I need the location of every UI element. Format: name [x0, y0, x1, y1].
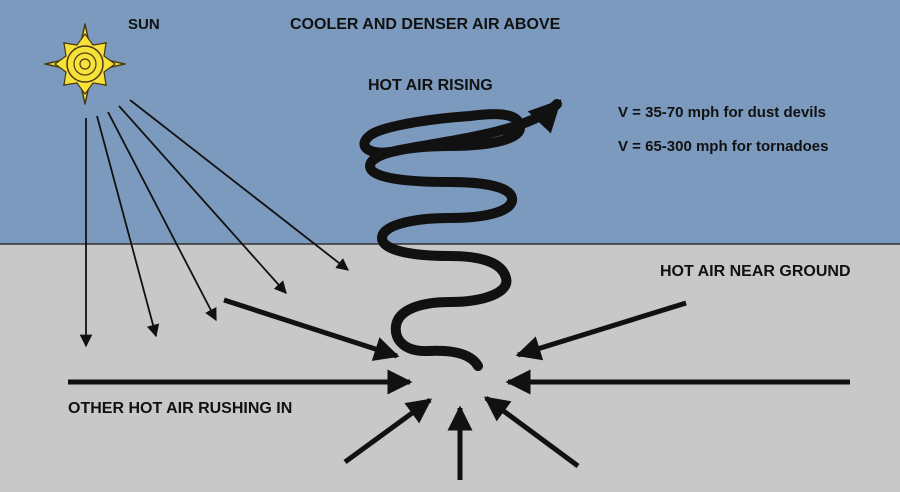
- velocity-dust-devils-label: V = 35-70 mph for dust devils: [618, 104, 826, 121]
- other-hot-air-label: OTHER HOT AIR RUSHING IN: [68, 400, 293, 417]
- velocity-tornadoes-label: V = 65-300 mph for tornadoes: [618, 138, 829, 155]
- cooler-air-label: COOLER AND DENSER AIR ABOVE: [290, 16, 561, 33]
- sun-ray-arrow-icon: [118, 105, 287, 294]
- inflow-arrow-icon: [483, 395, 580, 469]
- inflow-arrow-icon: [515, 300, 687, 361]
- sun-ray-arrow-icon: [129, 99, 349, 271]
- sun-label: SUN: [128, 16, 160, 33]
- hot-air-rising-label: HOT AIR RISING: [368, 77, 493, 94]
- inflow-arrow-icon: [223, 297, 400, 361]
- hot-air-near-ground-label: HOT AIR NEAR GROUND: [660, 263, 851, 280]
- ground-region: [0, 244, 900, 492]
- inflow-arrow-icon: [343, 397, 433, 465]
- sun-ray-arrow-icon: [96, 115, 160, 338]
- sun-icon: [44, 23, 126, 105]
- spiral-vortex-icon: [359, 99, 562, 371]
- sun-rays: [79, 99, 349, 348]
- inflow-arrows: [68, 297, 850, 480]
- sun-ray-arrow-icon: [107, 111, 217, 322]
